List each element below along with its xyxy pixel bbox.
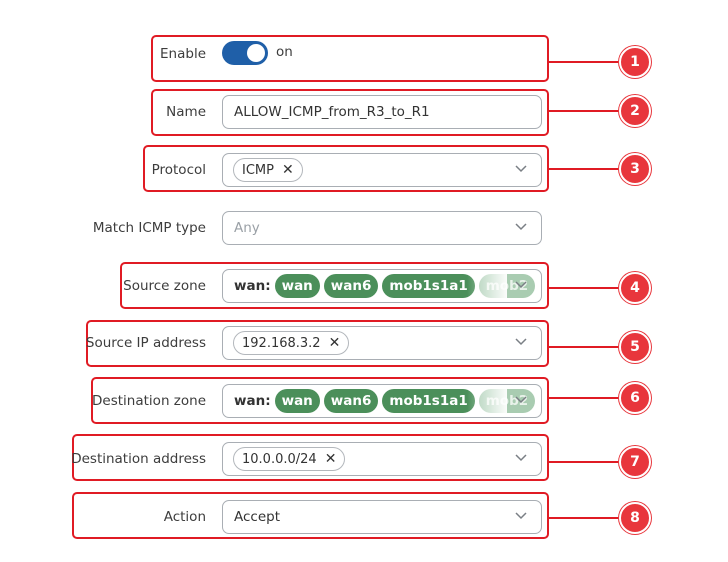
close-icon[interactable]: ✕ — [281, 162, 294, 178]
callout-badge-6: 6 — [619, 382, 651, 414]
callout-badge-7: 7 — [619, 446, 651, 478]
callout-line-5 — [549, 346, 619, 348]
protocol-chip-label: ICMP — [242, 162, 274, 178]
chevron-down-icon[interactable] — [515, 454, 527, 462]
callout-badge-2: 2 — [619, 95, 651, 127]
source-zone-chip-wan: wan — [274, 274, 320, 298]
action-select[interactable]: Accept — [222, 500, 542, 534]
destination-address-chip-label: 10.0.0.0/24 — [242, 451, 317, 467]
destination-address-label: Destination address — [71, 451, 206, 467]
source-zone-label: Source zone — [123, 278, 206, 294]
source-zone-select[interactable]: wan: wan wan6 mob1s1a1 mob2 — [222, 269, 542, 303]
name-input[interactable]: ALLOW_ICMP_from_R3_to_R1 — [222, 95, 542, 129]
callout-badge-1: 1 — [619, 46, 651, 78]
callout-line-2 — [549, 110, 619, 112]
enable-toggle[interactable] — [222, 41, 268, 65]
protocol-select[interactable]: ICMP ✕ — [222, 153, 542, 187]
destination-zone-prefix: wan: — [234, 393, 271, 409]
destination-zone-chip-mob1s1a1: mob1s1a1 — [382, 389, 475, 413]
destination-address-select[interactable]: 10.0.0.0/24 ✕ — [222, 442, 542, 476]
highlight-name — [151, 89, 549, 136]
name-value: ALLOW_ICMP_from_R3_to_R1 — [234, 104, 430, 120]
highlight-action — [72, 492, 549, 539]
destination-zone-chip-wan6: wan6 — [323, 389, 379, 413]
match-icmp-type-placeholder: Any — [234, 220, 260, 236]
action-label: Action — [163, 509, 206, 525]
highlight-protocol — [143, 145, 549, 192]
chevron-down-icon[interactable] — [515, 165, 527, 173]
match-icmp-type-select[interactable]: Any — [222, 211, 542, 245]
source-ip-chip: 192.168.3.2 ✕ — [233, 331, 350, 355]
highlight-destination-address — [72, 434, 549, 481]
destination-zone-chip-wan: wan — [274, 389, 320, 413]
callout-line-6 — [549, 397, 619, 399]
source-ip-chip-label: 192.168.3.2 — [242, 335, 321, 351]
source-zone-prefix: wan: — [234, 278, 271, 294]
chevron-down-icon[interactable] — [515, 512, 527, 520]
overflow-fade — [467, 270, 507, 302]
destination-zone-label: Destination zone — [92, 393, 206, 409]
callout-badge-4: 4 — [619, 272, 651, 304]
callout-line-1 — [549, 61, 619, 63]
callout-line-7 — [549, 461, 619, 463]
callout-line-3 — [549, 168, 619, 170]
chevron-down-icon[interactable] — [515, 338, 527, 346]
source-ip-select[interactable]: 192.168.3.2 ✕ — [222, 326, 542, 360]
close-icon[interactable]: ✕ — [324, 451, 337, 467]
overflow-fade — [467, 385, 507, 417]
enable-label: Enable — [160, 46, 206, 62]
callout-badge-3: 3 — [619, 153, 651, 185]
highlight-source-ip — [86, 320, 549, 367]
callout-line-4 — [549, 287, 619, 289]
name-label: Name — [166, 104, 206, 120]
match-icmp-type-label: Match ICMP type — [92, 220, 206, 236]
source-ip-label: Source IP address — [85, 335, 206, 351]
protocol-label: Protocol — [151, 162, 206, 178]
action-value: Accept — [234, 509, 281, 525]
source-zone-chip-wan6: wan6 — [323, 274, 379, 298]
chevron-down-icon[interactable] — [515, 281, 527, 289]
source-zone-chip-mob1s1a1: mob1s1a1 — [382, 274, 475, 298]
chevron-down-icon[interactable] — [515, 396, 527, 404]
destination-address-chip: 10.0.0.0/24 ✕ — [233, 447, 346, 471]
destination-zone-select[interactable]: wan: wan wan6 mob1s1a1 mob2 — [222, 384, 542, 418]
highlight-destination-zone — [91, 377, 549, 424]
chevron-down-icon[interactable] — [515, 223, 527, 231]
toggle-knob — [247, 44, 265, 62]
close-icon[interactable]: ✕ — [328, 335, 341, 351]
highlight-enable — [151, 35, 549, 82]
callout-line-8 — [549, 517, 619, 519]
callout-badge-8: 8 — [619, 502, 651, 534]
protocol-chip: ICMP ✕ — [233, 158, 303, 182]
callout-badge-5: 5 — [619, 331, 651, 363]
enable-state-text: on — [276, 44, 293, 60]
highlight-source-zone — [120, 262, 549, 309]
